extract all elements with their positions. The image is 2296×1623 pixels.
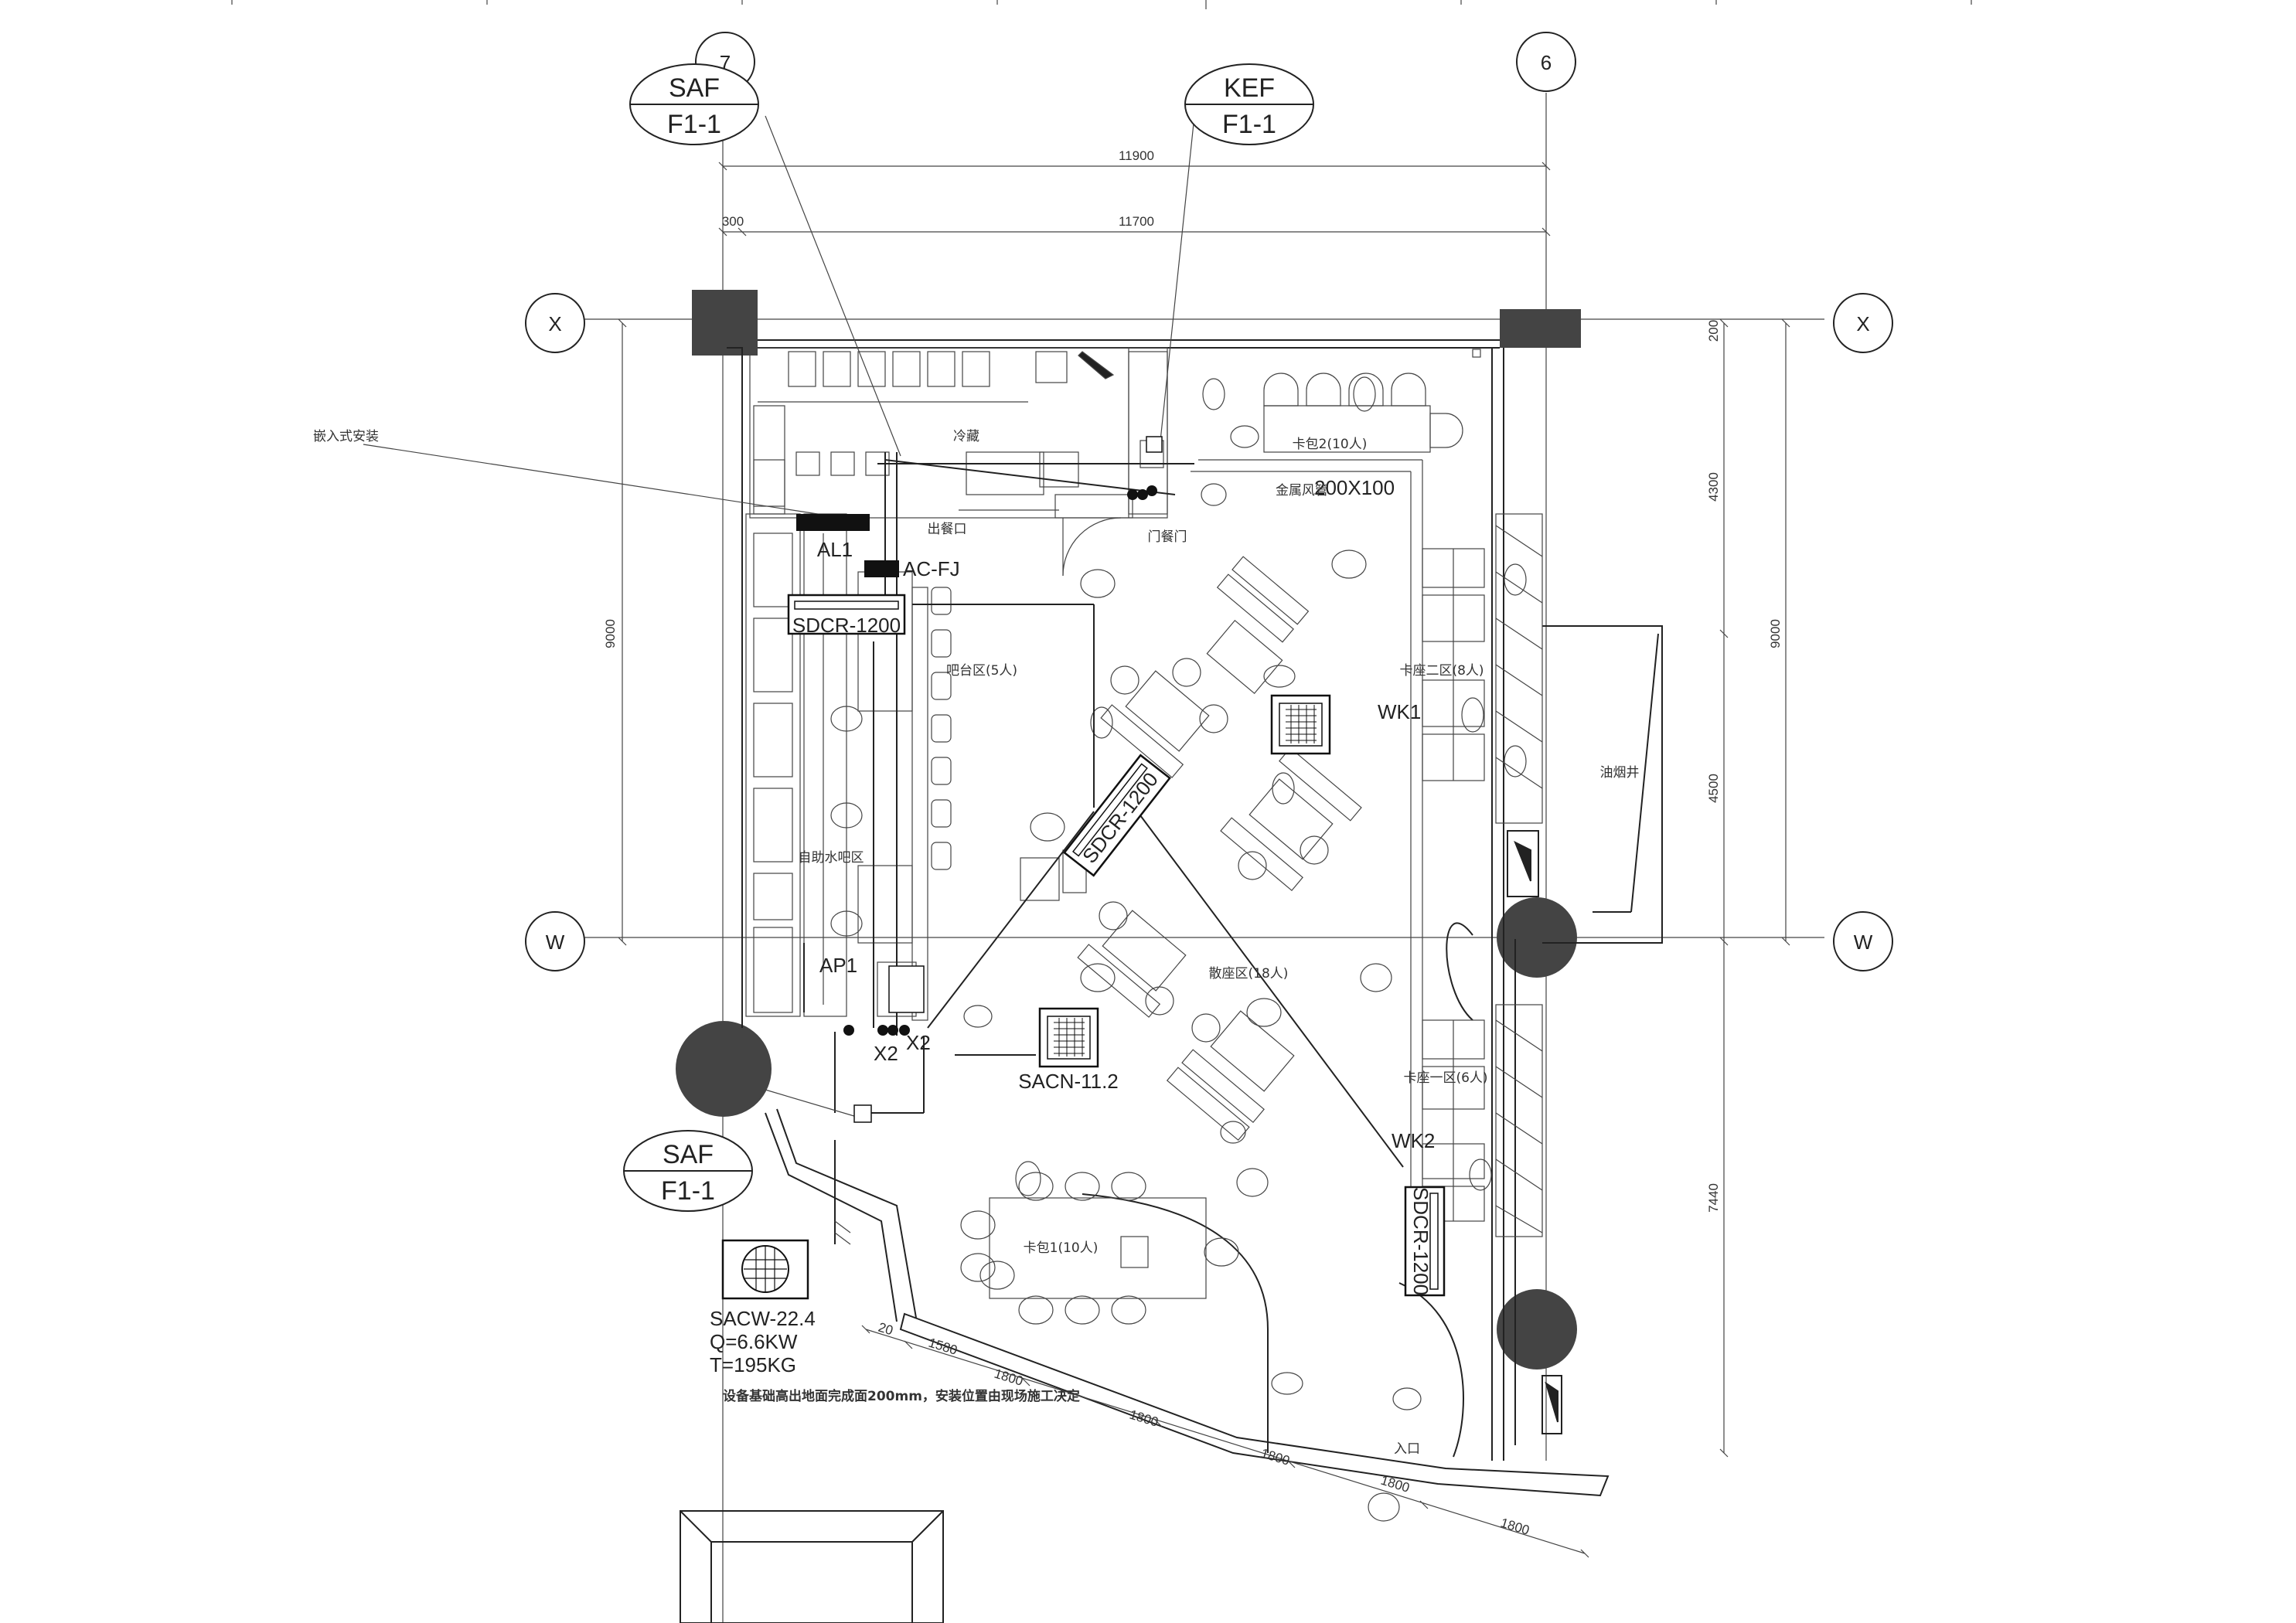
svg-text:X: X xyxy=(548,312,561,335)
private-room-2-furniture xyxy=(1263,349,1481,453)
svg-text:KEF: KEF xyxy=(1224,73,1275,103)
outdoor-unit xyxy=(721,1239,809,1300)
room-buffet: 自助水吧区 xyxy=(799,850,864,866)
label-outdoor-model: SACW-22.4 xyxy=(710,1307,816,1330)
svg-text:SAF: SAF xyxy=(663,1140,714,1169)
dim-right-seg2: 4500 xyxy=(1706,774,1721,803)
room-private-2: 卡包2(10人) xyxy=(1293,437,1368,452)
svg-text:X: X xyxy=(1856,312,1869,335)
dim-top-offset: 300 xyxy=(722,214,744,229)
dim-right-seg3: 7440 xyxy=(1706,1183,1721,1213)
label-x2-b: X2 xyxy=(906,1031,931,1054)
dim-top-inner: 11700 xyxy=(1119,214,1154,229)
private-room-1-furniture xyxy=(960,1172,1239,1325)
diffuser-sdcr-1: SDCR-1200 xyxy=(787,594,906,637)
corridor-lines xyxy=(1128,348,1423,1244)
label-outdoor-t: T=195KG xyxy=(710,1353,796,1376)
ac-fj-unit xyxy=(864,560,899,577)
svg-text:W: W xyxy=(546,931,565,954)
dining-tables xyxy=(1020,556,1362,1142)
leader-lines xyxy=(363,115,1195,1245)
label-oil-shaft: 油烟井 xyxy=(1600,765,1640,781)
svg-text:SAF: SAF xyxy=(669,73,720,103)
dim-front-0: 20 xyxy=(877,1320,895,1339)
cassette-unit-sacn xyxy=(1038,1007,1099,1068)
dim-front-4: 1800 xyxy=(1259,1446,1292,1468)
card-seats-upper xyxy=(1422,548,1485,1222)
dim-front-1: 1580 xyxy=(927,1335,959,1358)
left-dimension-lines xyxy=(618,318,627,946)
label-outdoor-q: Q=6.6KW xyxy=(710,1330,798,1353)
dim-front-2: 1800 xyxy=(993,1366,1025,1389)
room-service-door: 冷藏 xyxy=(953,429,979,444)
top-border-ticks xyxy=(231,0,1972,9)
label-al1: AL1 xyxy=(817,538,853,561)
label-embedded-note: 嵌入式安装 xyxy=(313,429,379,444)
exterior-walls xyxy=(727,339,1610,1497)
svg-text:6: 6 xyxy=(1541,51,1552,74)
svg-text:W: W xyxy=(1854,931,1873,954)
al1-unit xyxy=(796,514,870,531)
front-dimension-line xyxy=(861,1325,1589,1558)
window-band-upper xyxy=(1495,513,1543,824)
label-ap1: AP1 xyxy=(819,954,857,977)
grid-bubble-x-left: X xyxy=(525,293,585,353)
bar-stools xyxy=(931,587,952,870)
svg-text:F1-1: F1-1 xyxy=(1222,110,1276,139)
dim-front-6: 1800 xyxy=(1499,1516,1531,1538)
right-dimension-lines xyxy=(1719,318,1790,1458)
adjacent-building-block xyxy=(680,1510,944,1623)
room-dining: 散座区(18人) xyxy=(1209,966,1289,982)
label-outdoor-note: 设备基础高出地面完成面200mm，安装位置由现场施工决定 xyxy=(723,1388,1080,1404)
room-bar-zone: 吧台区(5人) xyxy=(946,663,1017,679)
kitchen-area xyxy=(749,347,1168,577)
label-wk2: WK2 xyxy=(1392,1129,1435,1152)
label-duct-size: 200X100 xyxy=(1314,476,1395,499)
grid-bubble-6: 6 xyxy=(1516,32,1576,92)
grid-bubble-x-right: X xyxy=(1833,293,1893,353)
room-card-zone-1: 卡座一区(6人) xyxy=(1403,1070,1487,1086)
diffuser-sdcr-2: SDCR-1200 xyxy=(1063,754,1171,877)
tag-kef: KEF F1-1 xyxy=(1184,63,1314,145)
label-sacn: SACN-11.2 xyxy=(1018,1070,1119,1093)
grid-bubble-w-right: W xyxy=(1833,911,1893,971)
top-dimension-lines xyxy=(718,162,1551,236)
svg-text:F1-1: F1-1 xyxy=(661,1176,715,1206)
window-band-lower xyxy=(1495,1004,1543,1237)
svg-text:SDCR-1200: SDCR-1200 xyxy=(792,614,901,637)
room-private-1: 卡包1(10人) xyxy=(1024,1240,1099,1256)
diffuser-sdcr-3: SDCR-1200 xyxy=(1404,1186,1446,1297)
dim-front-5: 1800 xyxy=(1379,1473,1412,1495)
svg-text:F1-1: F1-1 xyxy=(667,110,721,139)
room-back-door: 门餐门 xyxy=(1148,529,1187,545)
dim-front-3: 1800 xyxy=(1128,1407,1160,1430)
dim-right-height: 9000 xyxy=(1768,619,1783,648)
label-ac-fj: AC-FJ xyxy=(903,557,960,580)
label-x2-a: X2 xyxy=(874,1042,898,1065)
cassette-unit-1 xyxy=(1270,694,1331,755)
room-entrance: 入口 xyxy=(1394,1441,1420,1457)
structural-columns xyxy=(676,290,1581,1370)
svg-text:SDCR-1200: SDCR-1200 xyxy=(1409,1187,1432,1295)
room-pass-window: 出餐口 xyxy=(928,522,967,537)
bar-counter xyxy=(745,513,928,1021)
duct-network xyxy=(803,452,1404,1244)
label-wk1: WK1 xyxy=(1378,700,1421,723)
dim-right-top: 200 xyxy=(1706,320,1721,342)
people-figures xyxy=(830,376,1527,1522)
grid-bubble-w-left: W xyxy=(525,911,585,971)
dim-left-height: 9000 xyxy=(603,619,618,648)
dim-top-overall: 11900 xyxy=(1119,148,1154,163)
label-duct-note: 金属风管 xyxy=(1276,483,1328,498)
oil-smoke-shaft xyxy=(1507,625,1663,1434)
room-card-zone-2: 卡座二区(8人) xyxy=(1399,663,1484,679)
tag-saf-bottom: SAF F1-1 xyxy=(623,1130,753,1212)
dim-right-seg1: 4300 xyxy=(1706,472,1721,502)
tag-saf-top: SAF F1-1 xyxy=(629,63,759,145)
refrigerant-nodes xyxy=(843,436,1163,1123)
